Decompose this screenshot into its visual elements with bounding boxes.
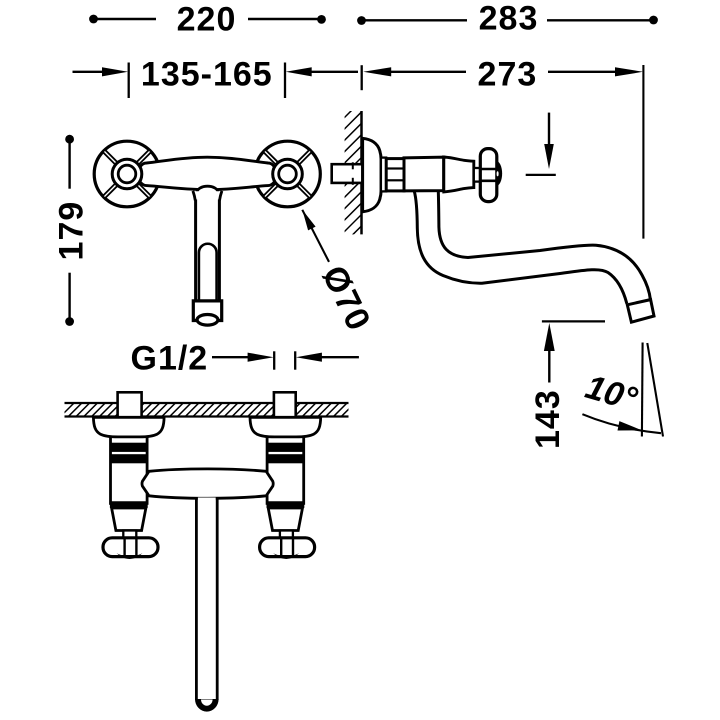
svg-text:273: 273 <box>478 56 538 94</box>
svg-text:G1/2: G1/2 <box>131 340 209 378</box>
svg-text:283: 283 <box>479 0 539 38</box>
svg-text:220: 220 <box>177 1 237 39</box>
svg-text:143: 143 <box>529 389 567 449</box>
svg-text:179: 179 <box>52 201 90 261</box>
svg-text:135-165: 135-165 <box>141 55 273 93</box>
